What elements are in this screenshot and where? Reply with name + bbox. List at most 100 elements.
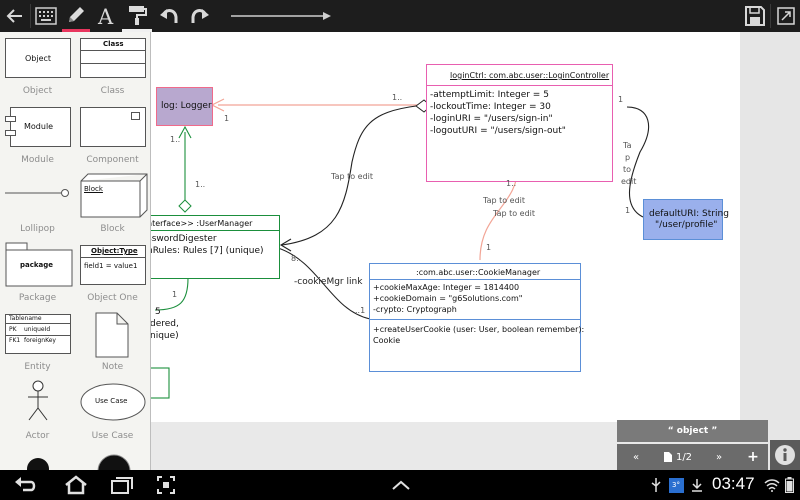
divider <box>370 279 580 280</box>
palette-label: Note <box>101 362 124 372</box>
undo-icon[interactable] <box>154 0 184 32</box>
pager-controls: « 1/2 » + <box>617 444 768 470</box>
palette-label: Class <box>100 86 125 96</box>
divider <box>150 230 279 231</box>
palette-object-one[interactable]: Object:Type field1 = value1 Object One <box>75 242 150 311</box>
palette-lollipop[interactable]: Lollipop <box>0 173 75 242</box>
line-tool-icon[interactable] <box>226 0 336 32</box>
tap-to-edit-label[interactable]: Tap to edit <box>483 196 526 205</box>
multiplicity-label: 1 <box>625 206 631 215</box>
logincontroller-box[interactable]: loginCtrl: com.abc.user::LoginController… <box>426 64 613 182</box>
actor-shape-icon <box>28 380 48 421</box>
next-page-button[interactable]: » <box>715 451 723 463</box>
cookiemgr-link-label[interactable]: -cookieMgr link <box>294 277 363 287</box>
logger-box[interactable]: log: Logger <box>156 87 213 126</box>
palette-note[interactable]: Note <box>75 311 150 380</box>
palette-module[interactable]: Module Module <box>0 104 75 173</box>
pager-title[interactable]: “ object ” <box>617 420 768 442</box>
module-shape-icon: Module <box>5 107 71 147</box>
palette-entity[interactable]: Tablename PK uniqueId FK1 foreignKey Ent… <box>0 311 75 380</box>
palette-label: Object <box>22 86 53 96</box>
divider <box>370 319 580 320</box>
toolbar: A <box>0 0 800 32</box>
clock: 03:47 <box>712 474 755 493</box>
palette-label: Object One <box>87 293 138 303</box>
screenshot-icon[interactable] <box>148 470 184 500</box>
tap-to-edit-label[interactable]: p <box>625 153 631 162</box>
palette-block[interactable]: Block Block <box>75 173 150 242</box>
partial-text: 5 <box>155 307 161 317</box>
usb-icon <box>648 470 664 500</box>
redo-icon[interactable] <box>185 0 215 32</box>
prev-page-button[interactable]: « <box>632 451 640 463</box>
add-page-button[interactable]: + <box>747 449 759 465</box>
wifi-icon <box>764 470 780 500</box>
download-icon <box>688 470 706 500</box>
defaulturi-link-line[interactable] <box>626 106 649 218</box>
multiplicity-label: 1.. <box>195 180 206 189</box>
multiplicity-label: ..1 <box>355 306 366 315</box>
partial-shape-icon[interactable] <box>96 453 132 470</box>
page-indicator[interactable]: 1/2 <box>655 444 700 470</box>
back-arrow-icon[interactable] <box>0 0 30 32</box>
package-shape-icon <box>5 242 73 287</box>
partial-box[interactable] <box>150 367 170 399</box>
defaulturi-box[interactable]: defaultURI: String "/user/profile" <box>643 199 729 240</box>
lollipop-shape-icon <box>5 189 69 197</box>
paint-roller-icon[interactable] <box>122 0 152 32</box>
palette-package[interactable]: package Package <box>0 242 75 311</box>
text-icon[interactable]: A <box>91 0 121 32</box>
palette-label: Lollipop <box>20 224 55 234</box>
divider <box>427 85 612 86</box>
lower-green-line[interactable] <box>154 277 189 311</box>
tap-to-edit-label[interactable]: Ta <box>623 141 632 150</box>
home-nav-icon[interactable] <box>56 470 96 500</box>
tap-to-edit-label[interactable]: to <box>623 165 632 174</box>
usermanager-aggregation-line[interactable] <box>281 105 417 246</box>
page-number: 1/2 <box>675 451 693 463</box>
class-shape-icon: Class <box>80 38 146 78</box>
multiplicity-label: 1 <box>486 243 492 252</box>
cookiemanager-box[interactable]: :com.abc.user::CookieManager +cookieMaxA… <box>369 263 584 372</box>
multiplicity-label: 1.. <box>506 179 517 188</box>
block-shape-icon <box>80 173 148 218</box>
palette-label: Block <box>100 224 125 234</box>
multiplicity-label: 1 <box>618 95 624 104</box>
fullscreen-icon[interactable] <box>771 0 800 32</box>
arrow-head-icon <box>178 125 192 139</box>
usermanager-box[interactable]: nterface>> :UserManager sswordDigester n… <box>150 215 280 279</box>
info-button[interactable] <box>770 440 800 470</box>
login-field: -logoutURI = "/users/sign-out" <box>430 126 566 136</box>
tap-to-edit-label[interactable]: edit <box>621 177 637 186</box>
save-icon[interactable] <box>741 0 769 32</box>
partial-shape-icon[interactable] <box>26 455 50 470</box>
weather-badge: 3° <box>667 470 685 500</box>
battery-icon <box>782 470 796 500</box>
menu-up-icon[interactable] <box>384 470 418 500</box>
palette-component[interactable]: Component <box>75 104 150 173</box>
cookiemgr-link-line[interactable] <box>277 247 371 320</box>
palette-label: Package <box>18 293 57 303</box>
login-field: -loginURI = "/users/sign-in" <box>430 114 553 124</box>
multiplicity-label: 1.. <box>392 93 403 102</box>
palette-object[interactable]: Object Object <box>0 35 75 104</box>
diagram-canvas[interactable]: log: Logger loginCtrl: com.abc.user::Log… <box>150 32 740 422</box>
cookie-method: Cookie <box>373 336 401 345</box>
palette-label: Module <box>21 155 54 165</box>
cookie-field: +cookieMaxAge: Integer = 1814400 <box>373 283 520 292</box>
keyboard-icon[interactable] <box>31 0 61 32</box>
palette-class[interactable]: Class Class <box>75 35 150 104</box>
entity-shape-icon: Tablename PK uniqueId FK1 foreignKey <box>5 314 71 354</box>
palette-use-case[interactable]: Use Case Use Case <box>75 380 150 449</box>
login-field: -lockoutTime: Integer = 30 <box>430 102 551 112</box>
pencil-icon[interactable] <box>62 0 90 32</box>
back-nav-icon[interactable] <box>6 470 46 500</box>
defaulturi-line2: "/user/profile" <box>655 220 718 230</box>
svg-text:A: A <box>97 5 114 27</box>
component-shape-icon <box>80 107 146 147</box>
recent-apps-icon[interactable] <box>102 470 142 500</box>
tap-to-edit-label[interactable]: Tap to edit <box>493 209 536 218</box>
tap-to-edit-label[interactable]: Tap to edit <box>331 172 374 181</box>
palette-actor[interactable]: Actor <box>0 380 75 449</box>
